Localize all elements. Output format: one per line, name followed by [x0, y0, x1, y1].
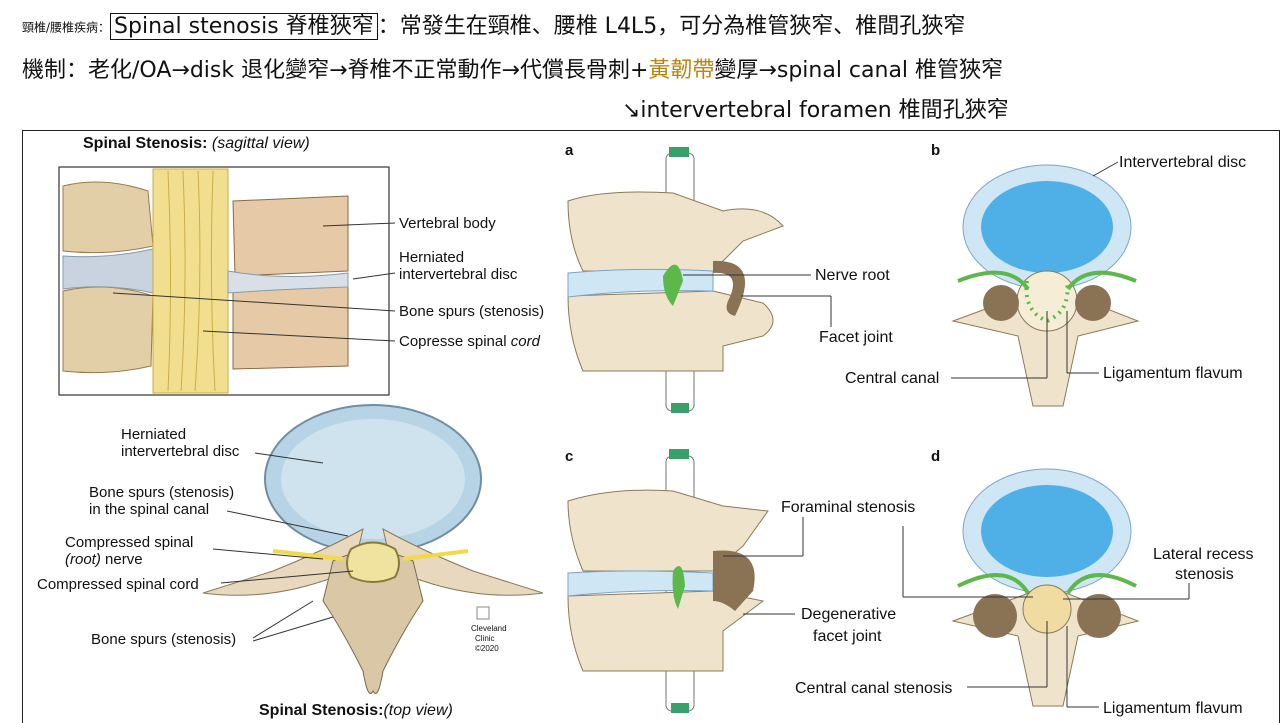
figure-svg: Spinal Stenosis: (sagittal view) Vertebr…	[37, 135, 1254, 719]
label-nerve-root: Nerve root	[815, 267, 890, 284]
header-prefix: 頸椎/腰椎疾病：	[22, 20, 111, 35]
svg-text:Cleveland: Cleveland	[471, 624, 507, 633]
label-top-bone-spurs: Bone spurs (stenosis)	[91, 631, 236, 648]
label-spurs-canal-2: in the spinal canal	[89, 501, 209, 518]
label-compressed-nerve-1: Compressed spinal	[65, 534, 193, 551]
label-lateral-recess-1: Lateral recess	[1153, 546, 1254, 563]
spinal-stenosis-figure: Spinal Stenosis: (sagittal view) Vertebr…	[22, 130, 1280, 723]
panel-a-letter: a	[565, 142, 574, 159]
svg-text:©2020: ©2020	[475, 644, 499, 653]
panel-d-letter: d	[931, 448, 940, 465]
top-view-illustration	[202, 404, 544, 694]
header-line-2: 機制：老化/OA→disk 退化變窄→脊椎不正常動作→代償長骨刺+黃韌帶變厚→s…	[22, 52, 1003, 84]
mechanism-text-a: 機制：老化/OA→disk 退化變窄→脊椎不正常動作→代償長骨刺+	[22, 58, 649, 83]
label-compressed-nerve-2: (root) nerve	[65, 551, 143, 568]
label-foraminal-stenosis: Foraminal stenosis	[781, 499, 915, 516]
svg-text:Clinic: Clinic	[475, 634, 495, 643]
label-intervertebral-disc: Intervertebral disc	[1119, 154, 1246, 171]
panel-c-letter: c	[565, 448, 573, 465]
label-vertebral-body: Vertebral body	[399, 215, 496, 232]
header-line-3: ↘intervertebral foramen 椎間孔狹窄	[622, 92, 1009, 124]
panel-b-letter: b	[931, 142, 940, 159]
panel-b-illustration	[951, 164, 1140, 407]
label-facet-joint: Facet joint	[819, 329, 893, 346]
label-degenerative-2: facet joint	[813, 628, 882, 645]
panel-d-illustration	[951, 468, 1140, 707]
label-top-herniated-2: intervertebral disc	[121, 443, 240, 460]
label-central-canal: Central canal	[845, 370, 939, 387]
label-spurs-canal-1: Bone spurs (stenosis)	[89, 484, 234, 501]
label-ligamentum-flavum-b: Ligamentum flavum	[1103, 365, 1243, 382]
mechanism-text-b: 變厚→spinal canal 椎管狹窄	[714, 58, 1004, 83]
label-compressed-cord-top: Compressed spinal cord	[37, 576, 199, 593]
header-line-1: 頸椎/腰椎疾病：Spinal stenosis 脊椎狹窄：常發生在頸椎、腰椎 L…	[22, 8, 965, 40]
label-herniated-1: Herniated	[399, 249, 464, 266]
cleveland-clinic-watermark: Cleveland Clinic ©2020	[471, 606, 507, 653]
label-central-canal-stenosis: Central canal stenosis	[795, 680, 952, 697]
sagittal-illustration	[62, 168, 349, 394]
label-bone-spurs: Bone spurs (stenosis)	[399, 303, 544, 320]
label-top-herniated-1: Herniated	[121, 426, 186, 443]
label-ligamentum-flavum-d: Ligamentum flavum	[1103, 700, 1243, 717]
label-herniated-2: intervertebral disc	[399, 266, 518, 283]
header-title-rest: ：常發生在頸椎、腰椎 L4L5，可分為椎管狹窄、椎間孔狹窄	[377, 14, 966, 39]
panel-c-illustration	[567, 449, 769, 713]
mechanism-highlight: 黃韌帶	[648, 58, 715, 83]
label-compressed-cord: Copresse spinal cord	[399, 333, 541, 350]
label-degenerative-1: Degenerative	[801, 606, 896, 623]
mechanism-text-c: ↘intervertebral foramen 椎間孔狹窄	[622, 98, 1009, 123]
label-lateral-recess-2: stenosis	[1175, 566, 1234, 583]
top-view-title: Spinal Stenosis:(top view)	[259, 702, 453, 719]
header-title-boxed: Spinal stenosis 脊椎狹窄	[110, 13, 378, 40]
sagittal-title: Spinal Stenosis: (sagittal view)	[83, 135, 310, 152]
panel-a-illustration	[567, 147, 784, 413]
